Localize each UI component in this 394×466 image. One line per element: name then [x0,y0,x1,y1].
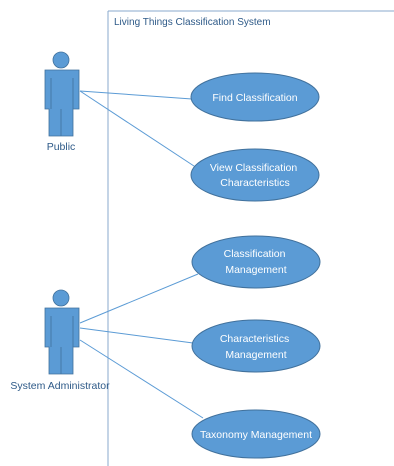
use-case-taxonomy-management: Taxonomy Management [191,409,321,459]
use-case-label: View Classification Characteristics [210,162,300,189]
system-title: Living Things Classification System [114,17,271,28]
actor-body [44,69,80,137]
use-case-label-line: Characteristics [220,177,289,189]
use-case-label-line: Management [225,349,286,361]
use-case-ellipse [191,319,321,373]
actor-label-system-administrator: System Administrator [10,380,110,392]
person-icon [44,51,80,137]
actor-label-public: Public [47,141,76,153]
actor-body [44,307,80,375]
actor-system-administrator: System Administrator [10,289,110,392]
use-case-label-line: Find Classification [212,92,297,104]
association-admin-taxonomy-management [79,339,204,419]
use-case-label-line: Classification [224,248,286,260]
association-public-find-classification [79,90,193,100]
use-case-ellipse [191,409,321,459]
actor-head [52,51,70,69]
use-case-view-classification-characteristics: View Classification Characteristics [190,148,320,202]
actor-head [52,289,70,307]
use-case-label-line: Management [225,264,286,276]
actor-public: Public [44,51,80,153]
use-case-label-line: Taxonomy Management [200,429,312,441]
use-case-ellipse [190,72,320,122]
use-case-label: Characteristics Management [220,333,292,361]
system-boundary: Living Things Classification System [107,10,394,466]
use-case-label-line: Characteristics [220,333,289,345]
use-case-characteristics-management: Characteristics Management [191,319,321,373]
association-admin-classification-management [79,273,199,324]
use-case-ellipse [191,235,321,289]
use-case-label: Classification Management [224,248,289,276]
association-public-view-characteristics [79,90,198,169]
use-case-label: Find Classification [212,92,297,104]
use-case-classification-management: Classification Management [191,235,321,289]
use-case-label-line: View Classification [210,162,298,174]
association-admin-characteristics-management [79,327,194,344]
use-case-ellipse [190,148,320,202]
person-icon [44,289,80,375]
use-case-find-classification: Find Classification [190,72,320,122]
use-case-label: Taxonomy Management [200,429,312,441]
associations [79,90,204,419]
